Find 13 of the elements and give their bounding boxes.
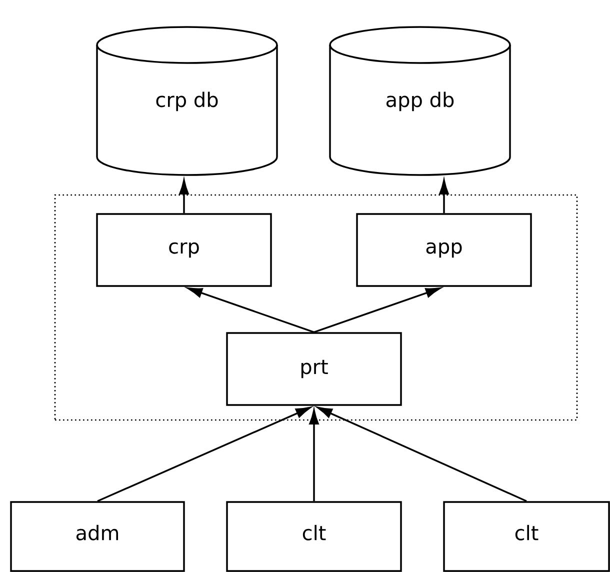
process-box: clt [443,501,610,572]
group-box [54,194,578,421]
arrow [97,406,311,502]
process-box: app [356,213,532,287]
arrow [317,406,527,502]
database-cylinder: crp db [96,26,278,176]
database-cylinder: app db [329,26,511,176]
process-box: prt [226,332,402,406]
node-label: crp db [156,92,218,112]
process-box: crp [96,213,272,287]
process-box: adm [10,501,185,572]
node-label: app db [386,92,454,112]
process-box: clt [226,501,402,572]
